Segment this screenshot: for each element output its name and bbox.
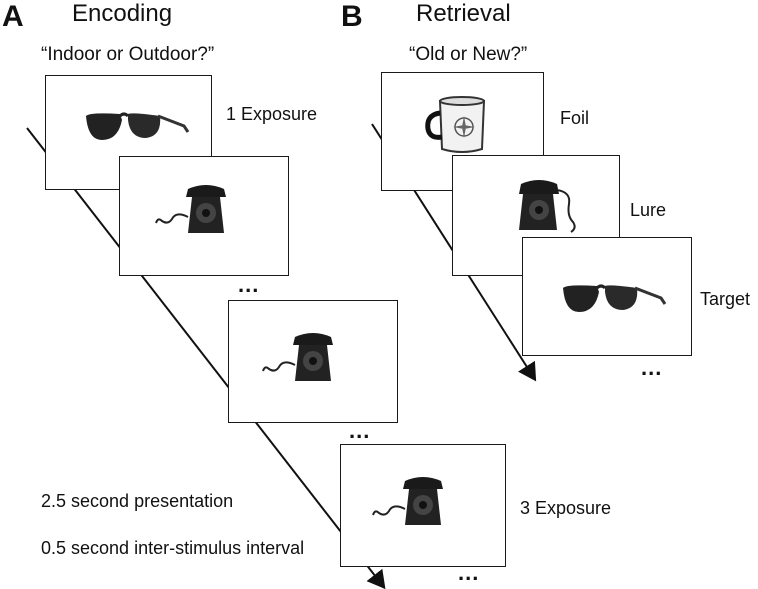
last-exposure-label: 3 Exposure	[520, 498, 612, 518]
first-exposure-label: 1 Exposure	[226, 104, 318, 124]
encoding-ellipsis-3: ...	[458, 560, 480, 585]
encoding-frame-4	[340, 444, 506, 567]
encoding-frame-3	[228, 300, 398, 423]
presentation-duration-text: 2.5 second presentation	[41, 491, 234, 511]
telephone-icon	[519, 180, 576, 233]
sunglasses-icon	[563, 284, 667, 312]
encoding-frame-2	[119, 156, 289, 276]
encoding-timeline-arrow	[26, 127, 386, 589]
isi-duration-text: 0.5 second inter-stimulus interval	[41, 538, 305, 558]
panel-b-letter: B	[341, 0, 363, 33]
encoding-ellipsis-2: ...	[349, 418, 371, 443]
retrieval-frame-target	[522, 237, 692, 356]
retrieval-ellipsis: ...	[641, 355, 663, 380]
telephone-icon	[262, 333, 333, 381]
sunglasses-icon	[86, 112, 190, 140]
lure-label: Lure	[630, 200, 667, 220]
telephone-icon	[372, 477, 443, 525]
retrieval-question: “Old or New?”	[409, 44, 528, 65]
retrieval-title: Retrieval	[416, 0, 511, 27]
telephone-icon	[155, 185, 226, 233]
encoding-title: Encoding	[72, 0, 173, 27]
mug-icon	[425, 96, 486, 153]
foil-label: Foil	[560, 108, 590, 128]
target-label: Target	[700, 289, 751, 309]
encoding-question: “Indoor or Outdoor?”	[41, 44, 215, 65]
panel-a-letter: A	[2, 0, 24, 33]
encoding-ellipsis-1: ...	[238, 272, 260, 297]
